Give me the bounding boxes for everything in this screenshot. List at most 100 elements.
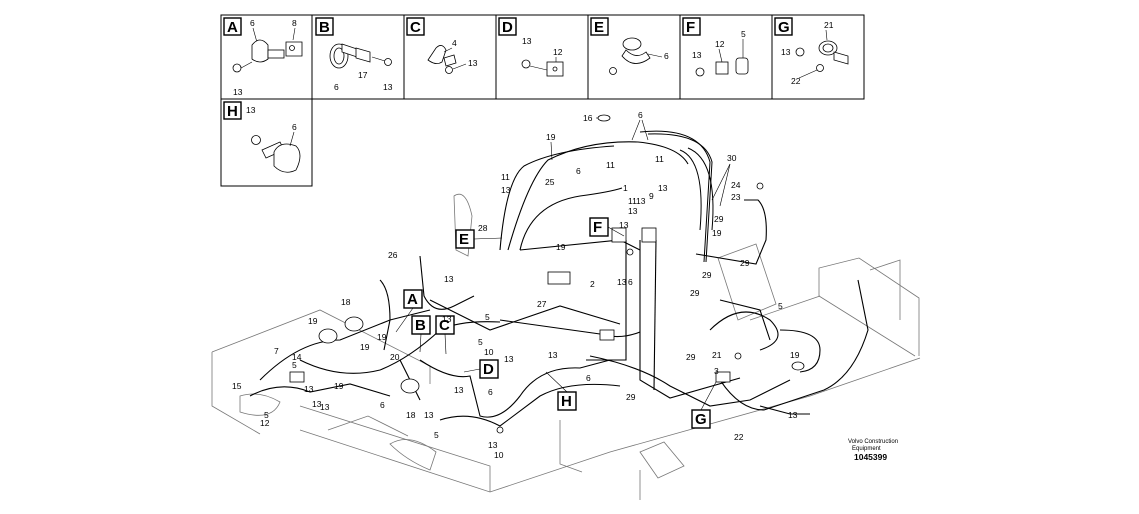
svg-text:18: 18 bbox=[406, 410, 416, 420]
svg-text:19: 19 bbox=[360, 342, 370, 352]
svg-text:13: 13 bbox=[246, 105, 256, 115]
detail-box-c: C 4 13 bbox=[406, 17, 478, 74]
svg-text:6: 6 bbox=[334, 82, 339, 92]
svg-text:29: 29 bbox=[714, 214, 724, 224]
callout-g: G bbox=[695, 411, 707, 428]
bolt-icon bbox=[695, 67, 705, 77]
svg-text:29: 29 bbox=[626, 392, 636, 402]
detail-letter-e: E bbox=[594, 19, 604, 36]
svg-text:13: 13 bbox=[522, 36, 532, 46]
svg-text:13: 13 bbox=[636, 196, 646, 206]
svg-text:13: 13 bbox=[312, 399, 322, 409]
svg-text:13: 13 bbox=[383, 82, 393, 92]
svg-text:22: 22 bbox=[734, 432, 744, 442]
harness-wires bbox=[249, 130, 869, 427]
svg-text:5: 5 bbox=[264, 410, 269, 420]
svg-text:13: 13 bbox=[320, 402, 330, 412]
detail-letter-d: D bbox=[502, 19, 513, 36]
callout-b: B bbox=[415, 317, 426, 334]
svg-text:11: 11 bbox=[606, 160, 615, 170]
svg-text:13: 13 bbox=[444, 274, 454, 284]
svg-text:6: 6 bbox=[576, 166, 581, 176]
part-number-callouts: 16 6 19 11 11 13 30 11 13 25 6 1 9 11 13… bbox=[232, 110, 800, 460]
svg-text:24: 24 bbox=[731, 180, 741, 190]
clamp-icon bbox=[622, 37, 642, 51]
document-footer: Volvo Construction Equipment 1045399 bbox=[848, 439, 898, 462]
svg-text:7: 7 bbox=[274, 346, 279, 356]
brand-line-2: Equipment bbox=[852, 446, 881, 452]
svg-text:9: 9 bbox=[649, 191, 654, 201]
svg-text:5: 5 bbox=[292, 360, 297, 370]
svg-text:29: 29 bbox=[702, 270, 712, 280]
svg-text:10: 10 bbox=[494, 450, 504, 460]
svg-text:21: 21 bbox=[824, 20, 834, 30]
svg-text:3: 3 bbox=[714, 366, 719, 376]
svg-text:15: 15 bbox=[232, 381, 242, 391]
callout-e: E bbox=[459, 231, 469, 248]
svg-text:2: 2 bbox=[590, 279, 595, 289]
svg-text:28: 28 bbox=[478, 223, 488, 233]
svg-text:6: 6 bbox=[628, 277, 633, 287]
svg-text:13: 13 bbox=[442, 314, 452, 324]
detail-letter-b: B bbox=[319, 19, 330, 36]
svg-text:6: 6 bbox=[638, 110, 643, 120]
svg-text:29: 29 bbox=[740, 258, 750, 268]
svg-text:17: 17 bbox=[358, 70, 368, 80]
svg-text:19: 19 bbox=[377, 332, 387, 342]
brand-line-1: Volvo Construction bbox=[848, 439, 898, 445]
detail-letter-f: F bbox=[686, 19, 695, 36]
detail-letter-a: A bbox=[227, 19, 238, 36]
svg-text:6: 6 bbox=[586, 373, 591, 383]
svg-text:5: 5 bbox=[778, 301, 783, 311]
callout-a: A bbox=[407, 291, 418, 308]
bolt-icon bbox=[251, 135, 261, 145]
callout-d: D bbox=[483, 361, 494, 378]
detail-box-g: G 21 13 22 bbox=[774, 17, 849, 86]
detail-box-h: H 13 6 bbox=[223, 101, 301, 173]
document-number: 1045399 bbox=[854, 452, 887, 462]
detail-box-b: B 6 17 13 bbox=[315, 17, 393, 92]
svg-text:5: 5 bbox=[478, 337, 483, 347]
svg-text:20: 20 bbox=[390, 352, 400, 362]
svg-text:1: 1 bbox=[623, 183, 628, 193]
svg-text:13: 13 bbox=[468, 58, 478, 68]
svg-text:19: 19 bbox=[790, 350, 800, 360]
svg-text:5: 5 bbox=[485, 312, 490, 322]
svg-text:6: 6 bbox=[292, 122, 297, 132]
svg-text:13: 13 bbox=[658, 183, 668, 193]
svg-text:4: 4 bbox=[452, 38, 457, 48]
svg-text:13: 13 bbox=[233, 87, 243, 97]
svg-text:12: 12 bbox=[715, 39, 725, 49]
svg-text:21: 21 bbox=[712, 350, 722, 360]
detail-letter-c: C bbox=[410, 19, 421, 36]
svg-text:14: 14 bbox=[292, 352, 302, 362]
callout-f: F bbox=[593, 219, 602, 236]
svg-text:29: 29 bbox=[690, 288, 700, 298]
detail-box-d: D 13 12 bbox=[498, 17, 564, 77]
svg-text:13: 13 bbox=[424, 410, 434, 420]
svg-text:5: 5 bbox=[434, 430, 439, 440]
svg-text:19: 19 bbox=[556, 242, 566, 252]
detail-box-f: F 5 12 13 bbox=[682, 17, 749, 77]
svg-text:19: 19 bbox=[712, 228, 722, 238]
callout-c: C bbox=[439, 317, 450, 334]
bolt-icon bbox=[521, 59, 531, 69]
svg-text:6: 6 bbox=[250, 18, 255, 28]
clamp-icon bbox=[427, 45, 447, 64]
svg-text:23: 23 bbox=[731, 192, 741, 202]
svg-text:13: 13 bbox=[628, 206, 638, 216]
svg-text:22: 22 bbox=[791, 76, 801, 86]
detail-letter-h: H bbox=[227, 103, 238, 120]
svg-text:13: 13 bbox=[501, 185, 511, 195]
svg-text:6: 6 bbox=[488, 387, 493, 397]
svg-text:19: 19 bbox=[334, 381, 344, 391]
svg-text:13: 13 bbox=[488, 440, 498, 450]
svg-text:16: 16 bbox=[583, 113, 593, 123]
svg-text:13: 13 bbox=[454, 385, 464, 395]
detail-box-a: A 6 8 13 bbox=[223, 17, 303, 97]
svg-text:13: 13 bbox=[781, 47, 791, 57]
svg-text:13: 13 bbox=[692, 50, 702, 60]
svg-text:11: 11 bbox=[655, 154, 664, 164]
svg-text:12: 12 bbox=[553, 47, 563, 57]
